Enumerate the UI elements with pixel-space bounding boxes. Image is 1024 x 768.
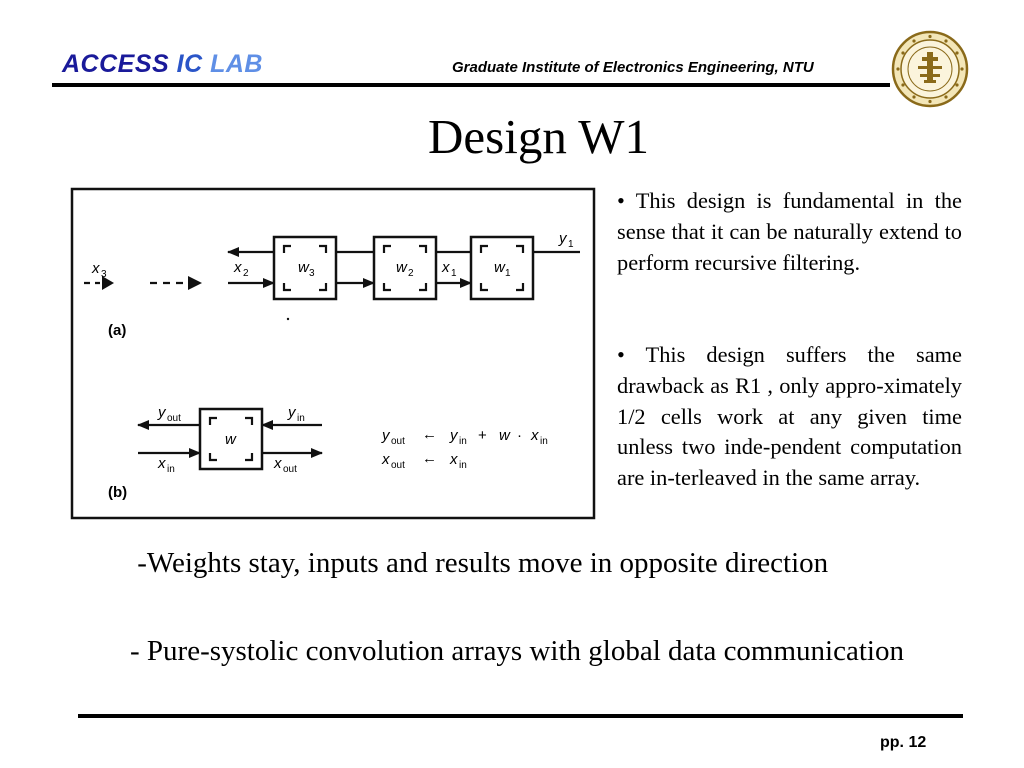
cell-w2-label: w — [396, 259, 408, 276]
lab-logo: ACCESS IC LAB — [62, 50, 263, 79]
lab-logo-part3: LAB — [210, 50, 263, 78]
svg-text:x: x — [381, 451, 390, 468]
cell-w1-label: w — [494, 259, 506, 276]
svg-text:←: ← — [422, 426, 437, 443]
page-number: pp. 12 — [880, 734, 927, 751]
yout-label: y — [157, 404, 167, 421]
institute-name: Graduate Institute of Electronics Engine… — [452, 59, 814, 76]
figure-label-a: (a) — [108, 322, 126, 339]
x2-label: x — [233, 259, 242, 276]
svg-text:x: x — [449, 451, 458, 468]
cell-w2: w 2 — [372, 235, 438, 301]
xout-sub: out — [283, 464, 297, 475]
svg-text:out: out — [391, 460, 405, 471]
y1-label: y — [558, 230, 568, 247]
y1-sub: 1 — [568, 239, 574, 250]
x1-sub: 1 — [451, 268, 457, 279]
header-divider — [52, 83, 890, 87]
cell-b-label: w — [225, 431, 237, 448]
svg-text:x: x — [530, 427, 539, 444]
svg-text:·: · — [517, 427, 522, 444]
lab-logo-part2: IC — [176, 50, 203, 78]
bullet-point-1: • This design is fundamental in the sens… — [617, 188, 962, 275]
svg-text:y: y — [381, 427, 391, 444]
svg-text:in: in — [459, 436, 467, 447]
yout-sub: out — [167, 413, 181, 424]
systolic-array-figure: w 3 w 2 w 1 x 3 x 2 x 1 y 1 (a) w y out … — [70, 187, 596, 520]
cell-w2-sub: 2 — [408, 268, 414, 279]
cell-w3: w 3 — [272, 235, 338, 301]
cell-w3-sub: 3 — [309, 268, 315, 279]
x1-label: x — [441, 259, 450, 276]
x2-sub: 2 — [243, 268, 249, 279]
footer-divider — [78, 714, 963, 718]
svg-text:+: + — [478, 427, 487, 444]
x3-sub: 3 — [101, 269, 107, 280]
svg-text:←: ← — [422, 450, 437, 467]
xout-label: x — [273, 455, 282, 472]
university-seal-icon — [891, 30, 969, 108]
lab-logo-part1: ACCESS — [62, 50, 170, 78]
cell-w1-sub: 1 — [505, 268, 511, 279]
svg-text:in: in — [540, 436, 548, 447]
xin-label: x — [157, 455, 166, 472]
slide-title: Design W1 — [428, 109, 649, 164]
cell-b: w — [137, 407, 323, 471]
svg-text:w: w — [499, 427, 511, 444]
svg-text:y: y — [449, 427, 459, 444]
figure-label-b: (b) — [108, 484, 127, 501]
yin-sub: in — [297, 413, 305, 424]
cell-w1: w 1 — [469, 235, 535, 301]
svg-text:in: in — [459, 460, 467, 471]
bullet-point-2: • This design suffers the same drawback … — [617, 342, 962, 491]
yin-label: y — [287, 404, 297, 421]
equation-yout: y out ← y in + w · x in — [381, 426, 548, 447]
xin-sub: in — [167, 464, 175, 475]
svg-text:out: out — [391, 436, 405, 447]
x3-label: x — [91, 260, 100, 277]
cell-w3-label: w — [298, 259, 310, 276]
equation-xout: x out ← x in — [381, 450, 467, 471]
note-pure-systolic: - Pure-systolic convolution arrays with … — [130, 635, 904, 667]
note-weights: -Weights stay, inputs and results move i… — [130, 547, 829, 579]
